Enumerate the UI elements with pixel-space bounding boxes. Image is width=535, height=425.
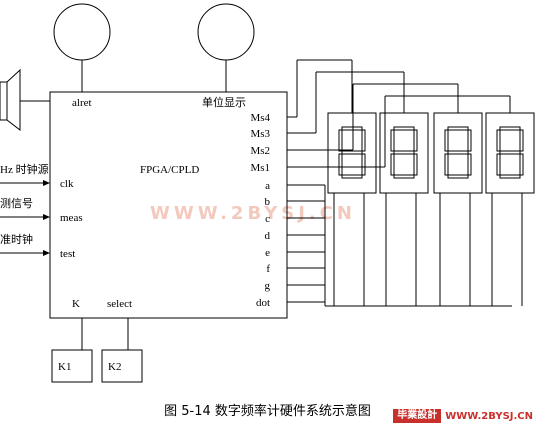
seven-seg-display-1	[327, 112, 377, 194]
ms-port-label-1: Ms3	[250, 128, 270, 140]
badge-brand: 毕業設計	[393, 409, 442, 423]
input-port-label-1: meas	[60, 212, 83, 224]
ms-port-label-0: Ms4	[250, 112, 270, 124]
input-signal-label-2: 准时钟	[0, 232, 33, 246]
input-signal-label-1: 测信号	[0, 197, 33, 210]
ms-port-label-3: Ms1	[250, 162, 270, 174]
figure-caption: 图 5-14 数字频率计硬件系统示意图	[164, 404, 371, 419]
badge-site: WWW.2BYSJ.CN	[445, 410, 533, 422]
seg-port-label-6: g	[265, 280, 271, 292]
seven-segment-displays	[327, 112, 535, 194]
key-k1-label: K1	[58, 361, 71, 373]
key-k2-label: K2	[108, 361, 121, 373]
speaker-icon	[0, 68, 50, 132]
site-badge: 毕業設計 WWW.2BYSJ.CN	[393, 409, 533, 423]
k-port-label: K	[72, 298, 80, 310]
watermark: WWW.2BYSJ.CN	[150, 203, 356, 224]
fpga-block	[49, 91, 288, 319]
unit-display-label: 单位显示	[202, 95, 246, 109]
wiring	[287, 59, 523, 307]
unit-lamp-icon	[197, 3, 255, 61]
seg-port-label-2: c	[265, 213, 270, 225]
alarm-label: alret	[72, 97, 92, 109]
seg-port-label-1: b	[265, 196, 271, 208]
ms-port-label-2: Ms2	[250, 145, 270, 157]
seg-port-label-0: a	[265, 180, 270, 192]
input-port-label-0: clk	[60, 178, 74, 190]
seg-port-label-5: f	[266, 263, 270, 275]
alarm-buzzer-icon	[53, 3, 111, 61]
select-port-label: select	[107, 298, 132, 310]
key-k2	[101, 349, 143, 383]
seven-seg-display-4	[485, 112, 535, 194]
chip-name: FPGA/CPLD	[140, 164, 199, 176]
input-signal-label-0: Hz 时钟源	[0, 162, 49, 176]
seven-seg-display-3	[433, 112, 483, 194]
seg-port-label-4: e	[265, 247, 270, 259]
seg-port-label-3: d	[265, 230, 271, 242]
key-k1	[51, 349, 93, 383]
seven-seg-display-2	[379, 112, 429, 194]
seg-port-label-7: dot	[256, 297, 270, 309]
input-port-label-2: test	[60, 248, 75, 260]
